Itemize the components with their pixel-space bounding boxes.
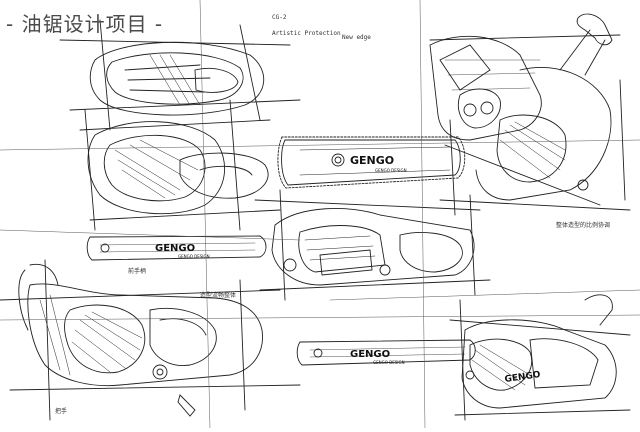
- note-side: 前手柄: [128, 268, 147, 275]
- brand-logo-text-bottom-right: GENGO: [504, 370, 541, 385]
- brand-sub-text-left: GENGO DESIGN: [178, 254, 210, 259]
- note-top-right: New edge: [342, 34, 371, 41]
- brand-logo-text: GENGO: [350, 154, 394, 167]
- note-top-heading: CG-2: [272, 14, 287, 21]
- brand-sub-text-bottom: GENGO DESIGN: [373, 360, 405, 365]
- sketch-bottom-left-body: [0, 259, 301, 421]
- brand-mark-bottom-right: GENGO: [504, 370, 541, 385]
- sketch-left-middle: [79, 99, 281, 231]
- brand-sub-text: GENGO DESIGN: [375, 168, 407, 173]
- note-right-mid: 整体造型的比例协调: [556, 222, 611, 229]
- sketch-left-bar: [86, 235, 267, 261]
- brand-mark-bottom: GENGO GENGO DESIGN: [350, 349, 405, 365]
- sketch-top-view: [59, 19, 301, 131]
- brand-logo-text-bottom: GENGO: [350, 349, 390, 360]
- sketch-middle-body: [254, 189, 491, 301]
- sketch-bottom-right-body: [449, 294, 631, 421]
- brand-mark-center: GENGO GENGO DESIGN: [350, 154, 407, 173]
- page-title: - 油锯设计项目 -: [6, 12, 164, 36]
- note-bottom: 把手: [55, 408, 68, 415]
- brand-mark-left: GENGO GENGO DESIGN: [155, 243, 210, 259]
- sketch-top-right-body: [429, 13, 631, 216]
- sketch-center-bar: [277, 136, 466, 189]
- brand-logo-text-left: GENGO: [155, 243, 195, 254]
- note-top-left: Artistic Protection: [272, 30, 341, 37]
- note-lower: 造型流畅整体: [200, 292, 237, 299]
